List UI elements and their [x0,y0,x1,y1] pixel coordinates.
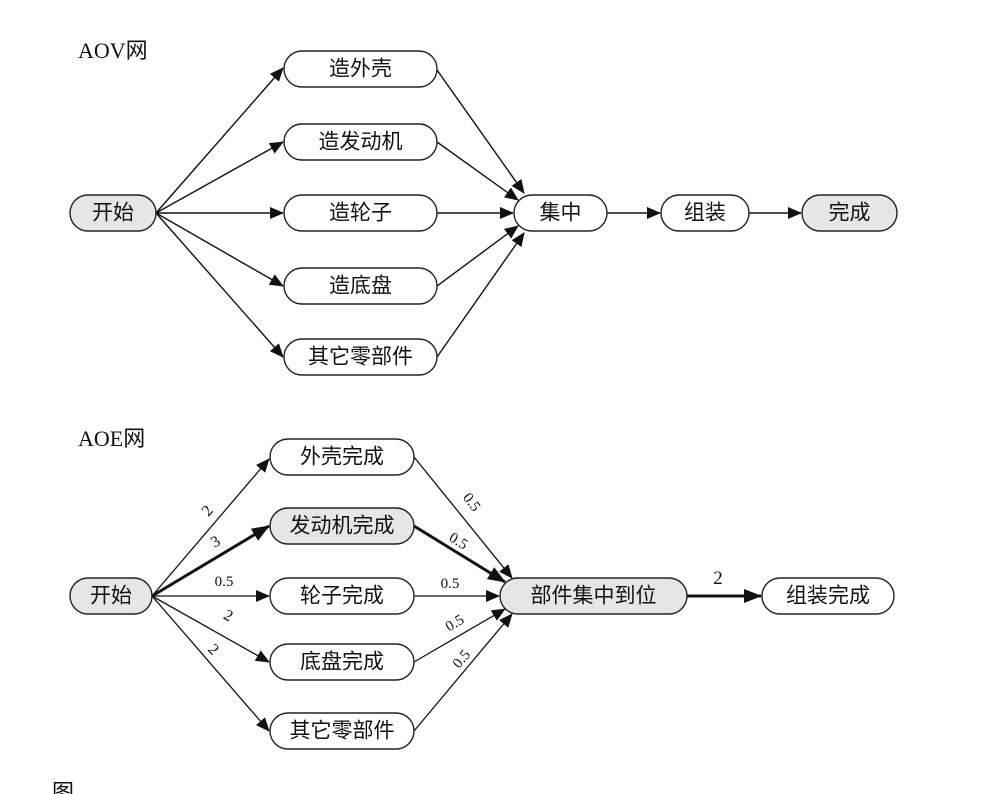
aoe-edge-start-shell [151,458,270,597]
aoe-node-engine-label: 发动机完成 [290,514,395,538]
figure-caption: 图 [52,780,74,794]
aoe-nodes: 开始 外壳完成 发动机完成 轮子完成 底盘完成 其它零部件 部件集中到位 组装 [69,438,895,750]
weight-parts-assembled: 2 [713,568,723,589]
aov-node-engine: 造发动机 [283,123,438,161]
aoe-node-other: 其它零部件 [269,712,415,750]
aov-node-assemble-label: 组装 [684,201,726,225]
aoe-node-shell-label: 外壳完成 [300,445,384,469]
aoe-node-parts-label: 部件集中到位 [531,584,657,608]
aov-edge-engine-gather [436,141,519,201]
weight-shell-parts: 0.5 [459,490,483,515]
aov-edges [155,67,802,358]
aov-nodes: 开始 造外壳 造发动机 造轮子 造底盘 其它零部件 集中 组装 [69,50,898,376]
aoe-node-assembled: 组装完成 [761,577,895,615]
aov-node-assemble: 组装 [660,194,750,232]
aov-edge-start-other [155,212,284,358]
weight-engine-parts: 0.5 [446,530,470,554]
aov-node-shell: 造外壳 [283,50,438,88]
aov-node-other-label: 其它零部件 [308,345,413,369]
weight-wheels-parts: 0.5 [441,576,460,592]
weight-start-wheels: 0.5 [215,574,234,590]
aov-edge-shell-gather [436,69,525,194]
aoe-edge-other-parts [413,613,513,732]
aov-node-start: 开始 [69,194,157,232]
aoe-node-start: 开始 [69,577,153,615]
aov-node-gather-label: 集中 [540,201,582,225]
weight-start-engine: 3 [208,533,223,552]
aov-node-chassis-label: 造底盘 [329,274,392,298]
aov-node-gather: 集中 [513,194,608,232]
aoe-node-chassis: 底盘完成 [269,643,415,681]
aov-node-done: 完成 [801,194,898,232]
aoe-edge-engine-parts [413,524,506,584]
aov-node-wheels-label: 造轮子 [329,201,392,225]
aoe-node-other-label: 其它零部件 [290,719,395,743]
aoe-edge-start-chassis [151,595,270,663]
aov-edge-chassis-gather [436,225,519,287]
aoe-node-chassis-label: 底盘完成 [300,650,384,674]
aoe-node-shell: 外壳完成 [269,438,415,476]
aoe-title: AOE网 [78,426,145,451]
weight-start-other: 2 [204,641,222,659]
aov-title: AOV网 [78,38,148,63]
aoe-edge-start-engine [151,524,270,598]
weight-start-shell: 2 [199,502,217,519]
aov-node-chassis: 造底盘 [283,267,438,305]
aoe-node-assembled-label: 组装完成 [786,584,870,608]
aov-node-done-label: 完成 [829,201,871,225]
weight-other-parts: 0.5 [450,647,474,672]
aov-node-shell-label: 造外壳 [329,57,392,81]
aoe-node-start-label: 开始 [90,584,132,608]
aoe-edge-shell-parts [413,456,513,579]
aov-edge-start-shell [155,67,284,214]
aoe-node-engine: 发动机完成 [269,507,415,545]
aoe-edge-chassis-parts [413,608,506,663]
weight-start-chassis: 2 [221,607,236,626]
aoe-node-wheels: 轮子完成 [269,577,415,615]
aoe-edges [151,456,762,732]
aov-node-start-label: 开始 [92,201,134,225]
aov-node-engine-label: 造发动机 [319,130,403,154]
aov-edge-start-chassis [155,212,284,287]
aov-node-wheels: 造轮子 [283,194,438,232]
aoe-node-parts: 部件集中到位 [499,577,688,615]
aoe-edge-start-other [151,595,270,732]
weight-chassis-parts: 0.5 [443,612,467,635]
aoe-node-wheels-label: 轮子完成 [300,584,384,608]
aov-node-other: 其它零部件 [283,338,438,376]
aov-edge-start-engine [155,141,284,214]
aov-edge-other-gather [436,232,525,358]
